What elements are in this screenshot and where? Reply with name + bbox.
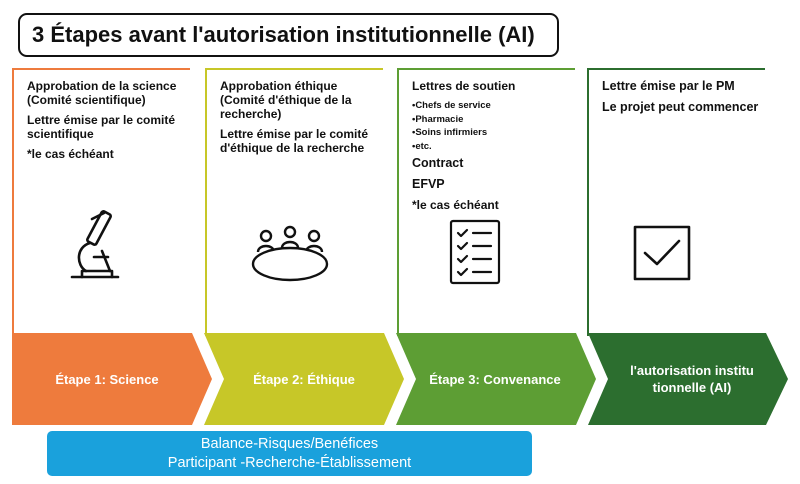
banner-line: Balance-Risques/Benéfices <box>200 435 379 452</box>
step-1-letter-line: scientifique <box>27 127 94 141</box>
list-item: •Pharmacie <box>412 113 464 125</box>
step-3-note: *le cas échéant <box>412 198 499 212</box>
meeting-table-icon <box>251 225 329 282</box>
arrow-label-text: l'autorisation institu <box>630 363 754 378</box>
balance-banner: Balance-Risques/Benéfices Participant -R… <box>47 431 532 476</box>
step-1-column: Approbation de la science (Comité scient… <box>12 68 190 336</box>
list-item: •Soins infirmiers <box>412 127 488 138</box>
step-1-letter-line: Lettre émise par le comité <box>27 113 176 127</box>
arrow-step-3 <box>396 333 596 425</box>
arrow-step-1 <box>12 333 212 425</box>
step-2-line: recherche) <box>220 107 282 121</box>
checklist-icon <box>449 219 501 285</box>
step-3-column: Lettres de soutien •Chefs de service •Ph… <box>397 68 575 336</box>
arrow-label-step-4: l'autorisation institu tionnelle (AI) <box>604 333 780 425</box>
step-4-line: Lettre émise par le PM <box>602 79 735 93</box>
arrow-step-4 <box>588 333 788 425</box>
step-3-bullet-list: •Chefs de service •Pharmacie •Soins infi… <box>412 99 575 153</box>
step-2-letter-line: Lettre émise par le comité <box>220 127 369 141</box>
step-arrows <box>12 333 788 425</box>
microscope-icon <box>70 210 120 279</box>
step-2-line: Approbation éthique <box>220 79 338 93</box>
arrow-label-text: Étape 3: Convenance <box>429 371 561 387</box>
arrow-label-text: tionnelle (AI) <box>652 380 732 395</box>
arrow-label-step-3: Étape 3: Convenance <box>404 333 586 425</box>
step-2-letter-line: d'éthique de la recherche <box>220 141 365 155</box>
arrow-label-text: Étape 1: Science <box>55 371 159 387</box>
arrow-step-2 <box>204 333 404 425</box>
list-item: •etc. <box>412 140 432 152</box>
banner-line: Participant -Recherche-Établissement <box>167 454 412 471</box>
step-2-column: Approbation éthique (Comité d'éthique de… <box>205 68 383 336</box>
step-4-column: Lettre émise par le PM Le projet peut co… <box>587 68 765 336</box>
step-1-line: Approbation de la science <box>27 79 177 93</box>
step-4-line: Le projet peut commencer <box>602 100 759 114</box>
step-3-contract: Contract <box>412 156 464 170</box>
list-item: •Chefs de service <box>412 100 491 111</box>
step-3-efvp: EFVP <box>412 177 445 191</box>
step-2-line: (Comité d'éthique de la <box>220 93 352 107</box>
arrow-label-text: Étape 2: Éthique <box>253 371 355 387</box>
step-1-line: (Comité scientifique) <box>27 93 146 107</box>
page-title-text: 3 Étapes avant l'autorisation institutio… <box>32 22 535 47</box>
page-title: 3 Étapes avant l'autorisation institutio… <box>18 13 559 57</box>
step-3-heading: Lettres de soutien <box>412 79 516 93</box>
arrow-label-step-1: Étape 1: Science <box>12 333 202 425</box>
checkbox-icon <box>633 225 691 281</box>
step-1-note: *le cas échéant <box>27 147 114 161</box>
arrow-label-step-2: Étape 2: Éthique <box>214 333 394 425</box>
